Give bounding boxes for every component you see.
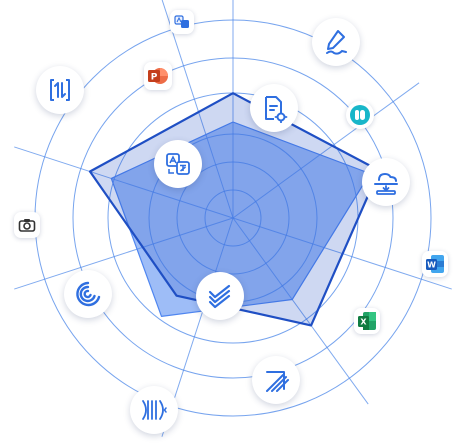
powerpoint-icon: P: [148, 68, 168, 84]
powerpoint-tile[interactable]: P: [144, 62, 172, 90]
camera-tile[interactable]: [14, 212, 40, 238]
export-arrows-icon: [266, 371, 289, 392]
sign-pen-icon: [326, 30, 347, 55]
pdf-settings-icon: [265, 96, 288, 123]
stacked-checks-icon: [208, 284, 231, 309]
camera-icon: [18, 219, 36, 232]
translate-small-tile[interactable]: [170, 10, 194, 34]
excel-letter: X: [360, 318, 367, 327]
pdf-settings-bubble[interactable]: [250, 84, 298, 132]
sign-pen-bubble[interactable]: [312, 18, 360, 66]
powerpoint-letter: P: [151, 73, 158, 83]
cloud-transfer-bubble[interactable]: [362, 158, 410, 206]
word-icon: W: [426, 255, 444, 273]
cloud-transfer-icon: [374, 172, 398, 195]
stacked-checks-bubble[interactable]: [196, 272, 244, 320]
rounded-app-icon: [350, 105, 370, 125]
excel-tile[interactable]: X: [354, 308, 380, 334]
translate-small-icon: [174, 15, 189, 28]
compress-bubble[interactable]: [130, 386, 178, 434]
translate-bubble[interactable]: [154, 140, 202, 188]
translate-icon: [166, 153, 190, 175]
compress-icon: [142, 400, 167, 420]
word-letter: W: [427, 261, 436, 270]
spiral-bubble[interactable]: [64, 270, 112, 318]
swap-pages-icon: [50, 79, 70, 101]
word-tile[interactable]: W: [422, 251, 448, 277]
excel-icon: X: [358, 312, 376, 330]
swap-pages-bubble[interactable]: [36, 66, 84, 114]
rounded-app-tile[interactable]: [346, 101, 374, 129]
spiral-icon: [76, 281, 101, 307]
export-arrows-bubble[interactable]: [252, 356, 300, 404]
